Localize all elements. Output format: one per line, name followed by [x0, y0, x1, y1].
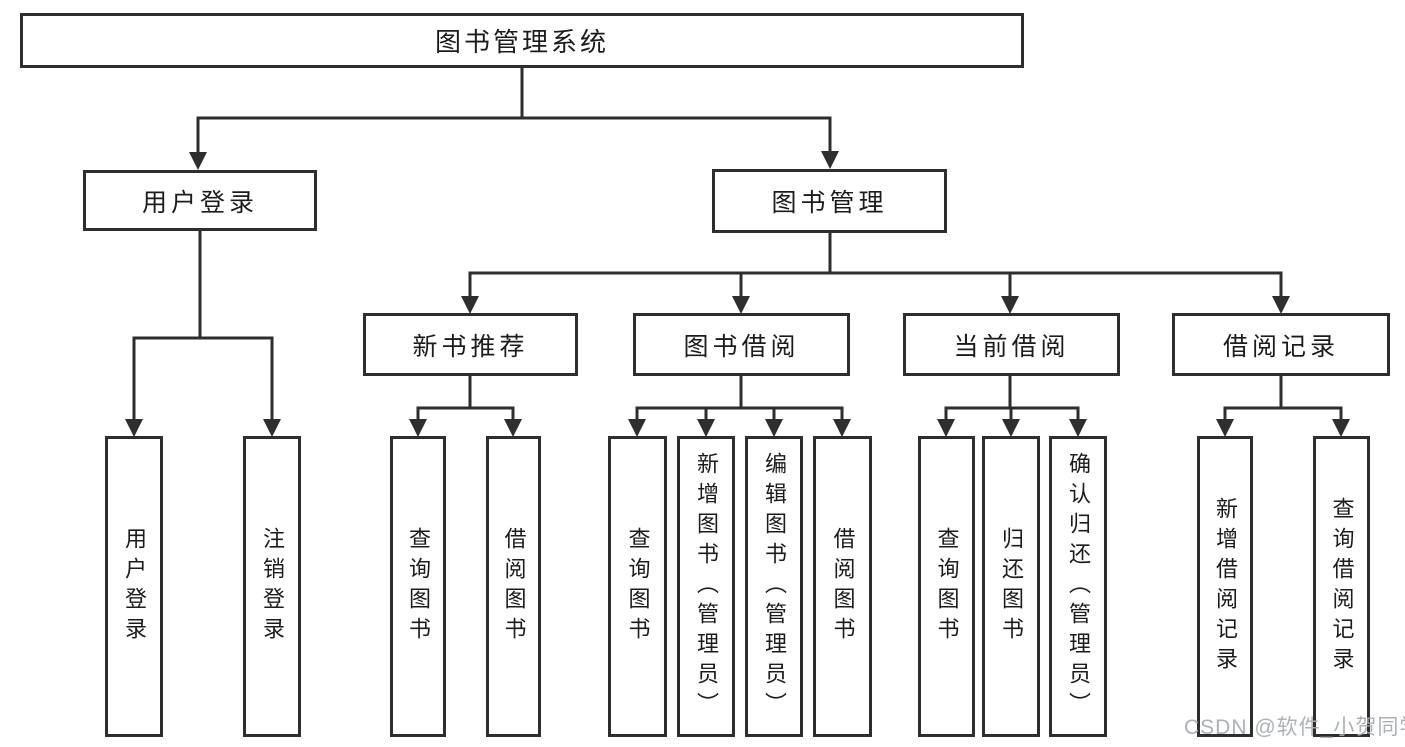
- node-leaf-return-books-label: 归还图书: [999, 526, 1024, 647]
- node-leaf-confirm-return-admin-label: 确认归还（管理员）: [1066, 451, 1091, 722]
- node-leaf-add-book-admin-label: 新增图书（管理员）: [694, 451, 719, 722]
- node-leaf-return-books: 归还图书: [982, 436, 1040, 737]
- csdn-watermark: CSDN @软件_小贺同学: [1184, 716, 1405, 739]
- node-leaf-user-login-label: 用户登录: [122, 526, 147, 647]
- node-current-borrowing: 当前借阅: [903, 313, 1120, 376]
- node-leaf-borrow-books-1-label: 借阅图书: [501, 526, 527, 647]
- node-leaf-edit-book-admin: 编辑图书（管理员）: [745, 436, 803, 737]
- node-leaf-query-books-3-label: 查询图书: [934, 526, 960, 647]
- node-leaf-query-books-2: 查询图书: [608, 436, 667, 737]
- node-book-management: 图书管理: [712, 169, 947, 233]
- node-system-root: 图书管理系统: [20, 13, 1024, 68]
- node-leaf-query-books-2-label: 查询图书: [625, 526, 651, 647]
- node-leaf-query-books-1: 查询图书: [390, 436, 446, 737]
- node-leaf-edit-book-admin-label: 编辑图书（管理员）: [762, 451, 787, 722]
- node-leaf-add-borrow-record-label: 新增借阅记录: [1213, 496, 1238, 677]
- node-book-management-label: 图书管理: [771, 189, 888, 217]
- node-book-borrowing-label: 图书借阅: [683, 332, 800, 361]
- node-leaf-user-login: 用户登录: [105, 436, 163, 737]
- node-new-book-recommend: 新书推荐: [363, 313, 578, 376]
- node-leaf-borrow-books-2: 借阅图书: [813, 436, 872, 737]
- node-current-borrowing-label: 当前借阅: [953, 332, 1070, 361]
- node-user-login-label: 用户登录: [141, 188, 258, 217]
- node-system-root-label: 图书管理系统: [434, 27, 609, 57]
- node-leaf-query-borrow-record-label: 查询借阅记录: [1329, 496, 1355, 677]
- node-leaf-add-book-admin: 新增图书（管理员）: [677, 436, 735, 737]
- node-leaf-logout-label: 注销登录: [260, 526, 285, 647]
- node-borrow-records: 借阅记录: [1172, 313, 1390, 376]
- node-leaf-logout: 注销登录: [243, 436, 301, 737]
- node-leaf-add-borrow-record: 新增借阅记录: [1197, 436, 1253, 737]
- node-leaf-query-books-1-label: 查询图书: [406, 526, 431, 647]
- node-leaf-confirm-return-admin: 确认归还（管理员）: [1049, 436, 1107, 737]
- node-leaf-query-borrow-record: 查询借阅记录: [1313, 436, 1370, 737]
- node-borrow-records-label: 借阅记录: [1222, 332, 1339, 361]
- node-user-login: 用户登录: [83, 170, 317, 231]
- node-leaf-borrow-books-2-label: 借阅图书: [830, 526, 856, 647]
- node-book-borrowing: 图书借阅: [633, 313, 850, 376]
- node-leaf-query-books-3: 查询图书: [918, 436, 975, 737]
- node-new-book-recommend-label: 新书推荐: [412, 332, 529, 361]
- node-leaf-borrow-books-1: 借阅图书: [486, 436, 541, 737]
